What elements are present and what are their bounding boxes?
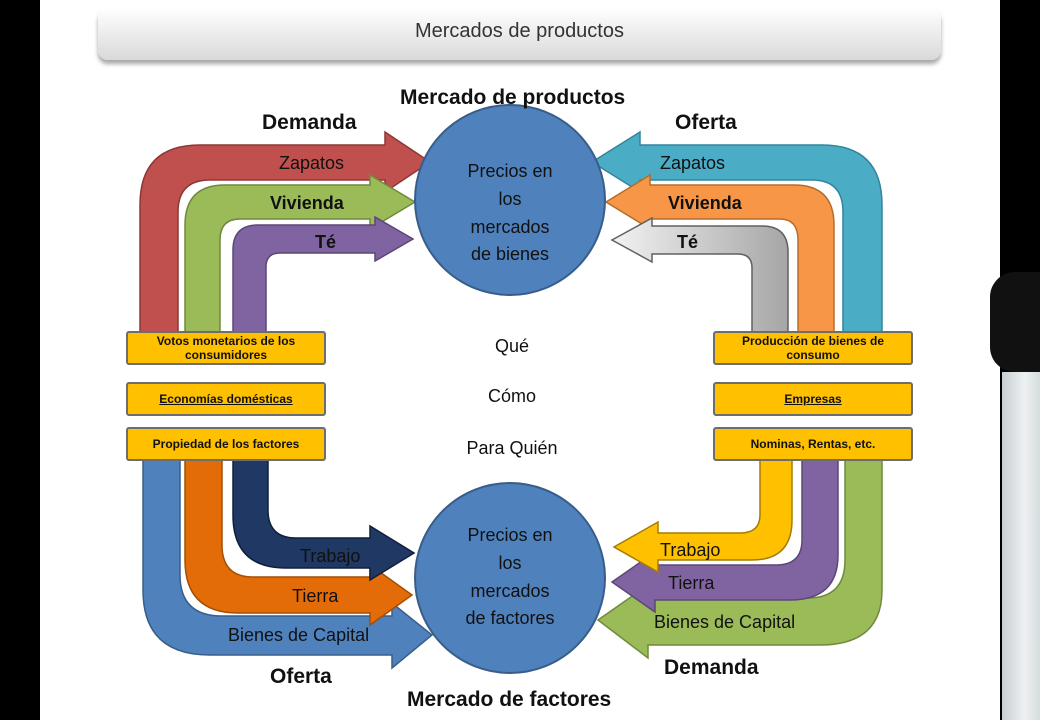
label-bienes-capital-supply: Bienes de Capital — [228, 625, 369, 645]
box-payroll-rents: Nominas, Rentas, etc. — [713, 427, 913, 461]
arrow-trabajo-demand — [612, 454, 793, 574]
circle-goods-line-3: mercados — [470, 217, 549, 237]
circle-factors-line-3: mercados — [470, 581, 549, 601]
box-firms: Empresas — [713, 382, 913, 416]
arrow-tierra-supply — [184, 454, 414, 627]
slide-title: Mercados de productos — [414, 20, 624, 42]
arrow-vivienda-supply — [604, 173, 835, 341]
arrow-trabajo-supply — [232, 454, 416, 582]
arrow-zapatos-supply — [590, 130, 883, 341]
side-decoration — [990, 272, 1040, 372]
label-bienes-capital-demand: Bienes de Capital — [654, 612, 795, 632]
circle-factors-line-4: de factores — [465, 608, 554, 628]
label-vivienda-demand: Vivienda — [270, 193, 345, 213]
box-households: Economías domésticas — [126, 382, 326, 416]
box-households-text: Economías domésticas — [159, 392, 293, 406]
box-production-text: Producción de bienes de consumo — [741, 334, 885, 362]
circle-goods-line-2: los — [498, 189, 521, 209]
arrow-bienes-capital-supply — [142, 454, 434, 670]
circle-goods-line-4: de bienes — [471, 244, 549, 264]
circle-factor-market — [414, 482, 606, 674]
box-firms-text: Empresas — [784, 392, 842, 406]
label-zapatos-supply: Zapatos — [660, 153, 725, 173]
circle-goods-line-1: Precios en — [467, 161, 552, 181]
circle-goods-market — [414, 104, 606, 296]
circle-factors-line-2: los — [498, 553, 521, 573]
question-what: Qué — [494, 336, 530, 356]
arrow-zapatos-demand — [139, 130, 432, 341]
box-consumer-votes: Votos monetarios de los consumidores — [126, 331, 326, 365]
demand-label-top: Demanda — [262, 111, 357, 134]
label-te-demand: Té — [315, 232, 336, 252]
slide-title-bar: Mercados de productos — [98, 8, 941, 60]
label-vivienda-supply: Vivienda — [668, 193, 743, 213]
supply-label-bottom: Oferta — [270, 665, 332, 688]
box-consumer-votes-text: Votos monetarios de los consumidores — [156, 334, 296, 362]
box-factor-ownership: Propiedad de los factores — [126, 427, 326, 461]
side-gradient-panel — [1002, 372, 1040, 720]
supply-label-top: Oferta — [675, 111, 737, 134]
box-factor-ownership-text: Propiedad de los factores — [152, 437, 300, 451]
demand-label-bottom: Demanda — [664, 656, 759, 679]
arrow-tierra-demand — [610, 454, 839, 614]
label-te-supply: Té — [677, 232, 698, 252]
factors-market-title: Mercado de factores — [407, 688, 612, 711]
box-consumer-goods-production: Producción de bienes de consumo — [713, 331, 913, 365]
label-tierra-supply: Tierra — [292, 586, 339, 606]
label-trabajo-demand: Trabajo — [660, 540, 720, 560]
arrow-bienes-capital-demand — [596, 454, 883, 660]
arrow-te-supply — [610, 216, 789, 341]
label-trabajo-supply: Trabajo — [300, 546, 360, 566]
question-for-whom: Para Quién — [466, 438, 558, 458]
circle-factors-line-1: Precios en — [467, 525, 552, 545]
arrow-te-demand — [232, 215, 415, 341]
label-zapatos-demand: Zapatos — [279, 153, 344, 173]
box-payroll-text: Nominas, Rentas, etc. — [750, 437, 876, 451]
question-how: Cómo — [487, 386, 536, 406]
label-tierra-demand: Tierra — [668, 573, 715, 593]
products-market-title: Mercado de productos — [400, 86, 626, 109]
